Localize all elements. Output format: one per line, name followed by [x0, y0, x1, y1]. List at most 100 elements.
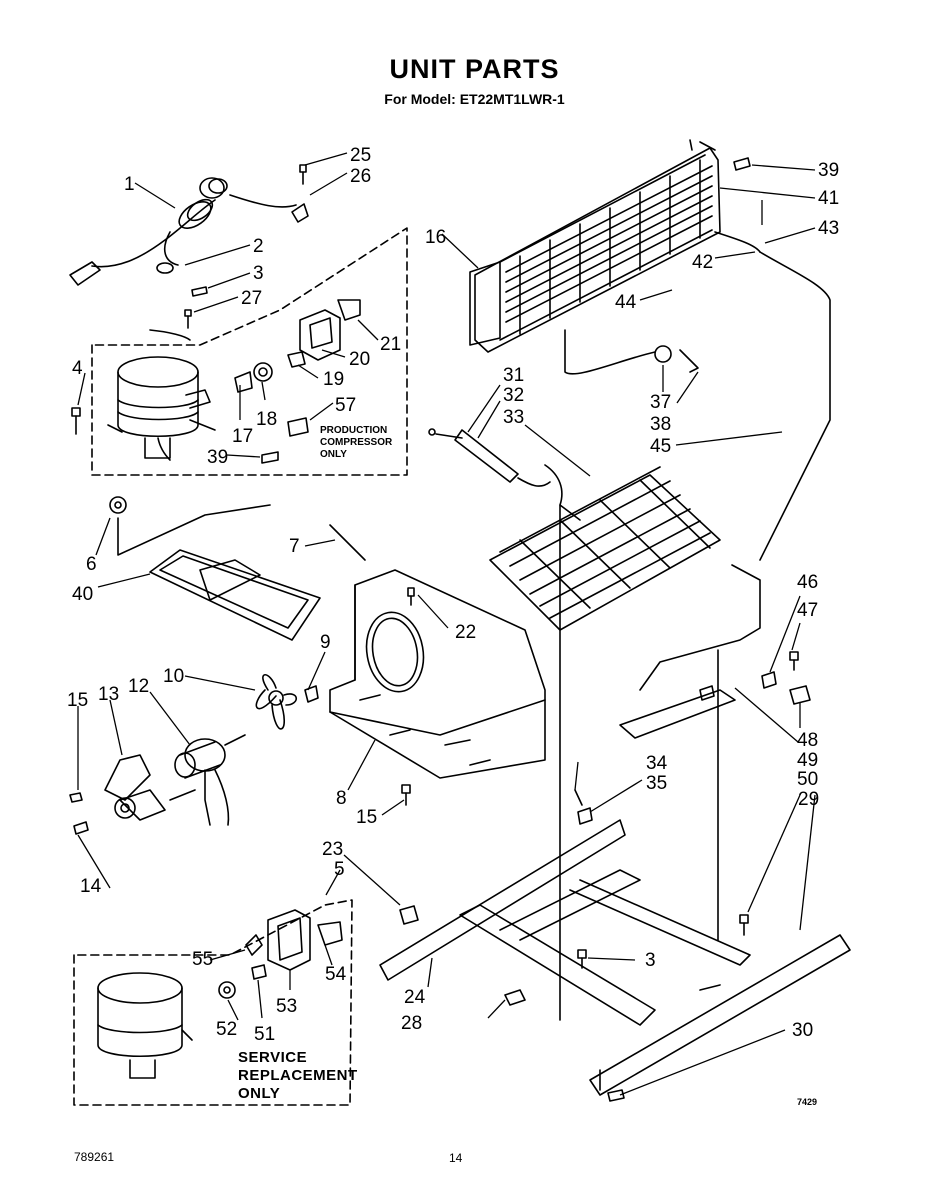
callout-49: 49	[797, 750, 818, 771]
callout-16: 16	[425, 227, 446, 248]
callout-1: 1	[124, 174, 135, 195]
callout-12: 12	[128, 676, 149, 697]
callout-3-bottom: 3	[645, 950, 656, 971]
callout-14: 14	[80, 876, 102, 897]
callout-44: 44	[615, 292, 637, 313]
fan-motor-12	[174, 734, 246, 826]
callout-27: 27	[241, 288, 262, 309]
callout-28: 28	[401, 1013, 422, 1034]
callout-6: 6	[86, 554, 97, 575]
callout-45: 45	[650, 436, 671, 457]
note-service-3: ONLY	[238, 1085, 280, 1102]
callout-33: 33	[503, 407, 524, 428]
bracket-54	[317, 921, 343, 946]
relay-51	[251, 964, 267, 980]
production-compressor-box	[91, 227, 408, 476]
screw-50	[739, 914, 749, 936]
drain-pan-40	[149, 549, 321, 641]
fan-blade-10	[255, 673, 298, 730]
power-cord	[69, 177, 297, 286]
relay-19	[287, 351, 306, 368]
callout-17: 17	[232, 426, 253, 447]
callout-18: 18	[256, 409, 277, 430]
screw-3-top	[191, 286, 208, 297]
page-number: 14	[449, 1151, 463, 1165]
drier-assembly	[428, 428, 551, 487]
callout-20: 20	[349, 349, 370, 370]
callout-30: 30	[792, 1020, 813, 1041]
screw-15-mid	[401, 784, 411, 806]
callout-51: 51	[254, 1024, 275, 1045]
line-7	[329, 524, 366, 561]
clip-34-35	[574, 789, 593, 825]
callout-40: 40	[72, 584, 93, 605]
callout-9: 9	[320, 632, 331, 653]
screw-39-right	[733, 157, 751, 171]
grommet-6	[109, 496, 127, 514]
callout-42: 42	[692, 252, 713, 273]
service-compressor	[97, 972, 193, 1079]
relay-cover-53	[267, 909, 311, 971]
model-subtitle: For Model: ET22MT1LWR-1	[384, 91, 565, 107]
callout-19: 19	[323, 369, 344, 390]
callout-52: 52	[216, 1019, 237, 1040]
callout-55: 55	[192, 949, 213, 970]
clip-2	[156, 262, 174, 274]
screw-14	[73, 821, 89, 835]
callout-22: 22	[455, 622, 476, 643]
screw-39-left	[261, 451, 279, 464]
callout-47: 47	[797, 600, 818, 621]
screw-25	[299, 164, 307, 185]
condenser-coil	[469, 139, 831, 561]
callout-3-top: 3	[253, 263, 264, 284]
page-title: UNIT PARTS	[389, 54, 560, 84]
callout-26: 26	[350, 166, 371, 187]
callout-50: 50	[797, 769, 818, 790]
callout-8: 8	[336, 788, 347, 809]
condenser-clamp-37	[654, 345, 699, 373]
callout-4: 4	[72, 358, 83, 379]
screw-27	[149, 309, 192, 341]
note-service-2: REPLACEMENT	[238, 1067, 358, 1084]
relay-cover-20	[299, 309, 341, 361]
bracket-21	[337, 299, 361, 321]
callout-43: 43	[818, 218, 839, 239]
callout-15-left: 15	[67, 690, 88, 711]
production-compressor	[107, 356, 216, 461]
callout-25: 25	[350, 145, 371, 166]
callout-54: 54	[325, 964, 347, 985]
note-production-2: COMPRESSOR	[320, 437, 393, 448]
capacitor-57	[287, 417, 309, 437]
bracket-23	[399, 905, 419, 925]
callout-7: 7	[289, 536, 300, 557]
note-service-1: SERVICE	[238, 1049, 307, 1066]
evaporator-coil	[489, 464, 721, 1021]
baffle-49	[619, 685, 736, 739]
overload-52	[218, 981, 236, 999]
callout-23: 23	[322, 839, 343, 860]
screw-15-left	[69, 792, 83, 803]
screw-22	[407, 587, 415, 606]
base-frame	[379, 819, 851, 1096]
clip-48	[789, 685, 811, 705]
callout-2: 2	[253, 236, 264, 257]
leader-lines	[77, 152, 816, 1096]
note-production-1: PRODUCTION	[320, 425, 387, 436]
tube-clamp-46	[761, 671, 777, 689]
drawing-code: 7429	[797, 1097, 817, 1107]
callout-21: 21	[380, 334, 401, 355]
callout-37: 37	[650, 392, 671, 413]
callout-24: 24	[404, 987, 426, 1008]
callout-39-left: 39	[207, 447, 228, 468]
document-code: 789261	[74, 1150, 115, 1164]
fan-clip-9	[304, 685, 319, 703]
callout-41: 41	[818, 188, 839, 209]
callout-10: 10	[163, 666, 184, 687]
callout-39-right: 39	[818, 160, 839, 181]
callout-15-mid: 15	[356, 807, 377, 828]
wire-nut-26	[291, 203, 309, 223]
callout-32: 32	[503, 385, 524, 406]
callout-38: 38	[650, 414, 671, 435]
callout-5: 5	[334, 859, 345, 880]
